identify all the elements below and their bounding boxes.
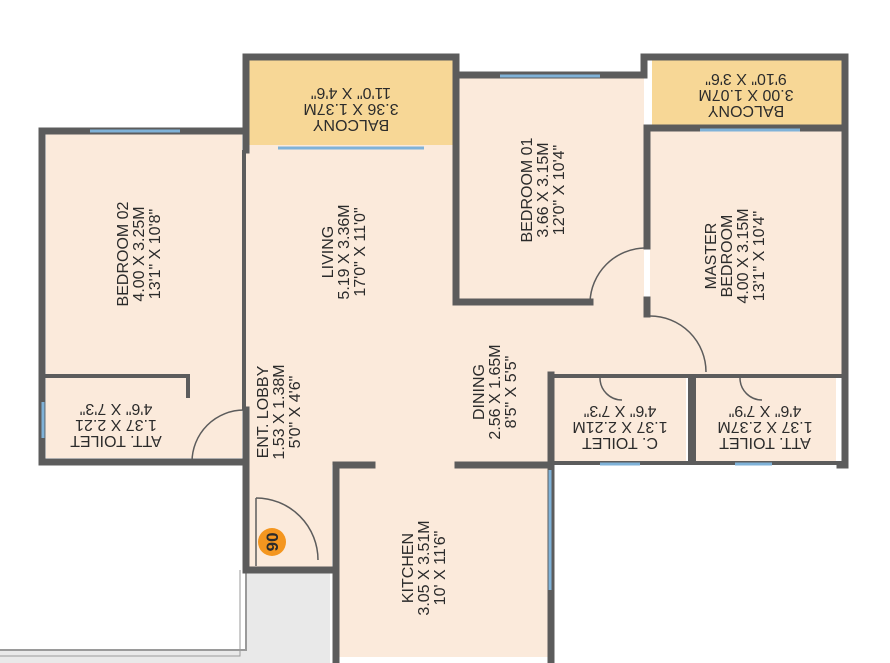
- dining-name: DINING: [471, 364, 488, 420]
- entlobby-size-ft: 5'0" X 4'6": [287, 376, 304, 449]
- balcony2-size-ft: 9'10" X 3'6": [705, 70, 787, 87]
- doors: [186, 247, 763, 566]
- entlobby-size-m: 1.53 X 1.38M: [271, 364, 288, 459]
- dining-size-ft: 8'5" X 5'5": [503, 356, 520, 429]
- atttoilet1-size-ft: 4'6" X 7'3": [80, 400, 153, 417]
- bedroom02-size-ft: 13'1" X 10'8": [147, 209, 164, 299]
- label-balcony1: BALCONY 3.36 X 1.37M 11'0" X 4'6": [303, 84, 398, 133]
- kitchen-size-m: 3.05 X 3.51M: [416, 520, 433, 615]
- balcony1-name: BALCONY: [312, 116, 389, 133]
- living-name: LIVING: [320, 226, 337, 278]
- kitchen-name: KITCHEN: [400, 533, 417, 603]
- label-kitchen: KITCHEN 3.05 X 3.51M 10' X 11'6": [400, 520, 449, 615]
- master-size-m: 4.00 X 3.15M: [735, 208, 752, 303]
- balcony1-size-m: 3.36 X 1.37M: [303, 100, 398, 117]
- floor-kitchen: [336, 465, 550, 657]
- unit-badge-circle: [258, 528, 286, 556]
- door-master: [649, 315, 707, 373]
- bedroom02-name: BEDROOM 02: [115, 201, 132, 306]
- label-bedroom01: BEDROOM 01 3.66 X 3.15M 12'0" X 10'4": [519, 137, 568, 242]
- floor-dining-ext: [550, 300, 650, 378]
- door-entry: [255, 497, 319, 561]
- kitchen-size-ft: 10' X 11'6": [432, 531, 449, 606]
- entlobby-name: ENT. LOBBY: [255, 365, 272, 458]
- room-labels: BEDROOM 02 4.00 X 3.25M 13'1" X 10'8" LI…: [70, 70, 813, 616]
- label-balcony2: BALCONY 3.00 X 1.07M 9'10" X 3'6": [698, 70, 793, 119]
- dining-size-m: 2.56 X 1.65M: [487, 344, 504, 439]
- atttoilet2-size-m: 1.37 X 2.37M: [717, 418, 812, 435]
- floor-ctoilet: [554, 378, 686, 461]
- unit-number: 06: [263, 533, 282, 552]
- corridor-edge: [0, 570, 247, 651]
- floor-bedroom01: [456, 78, 644, 300]
- living-size-ft: 17'0" X 11'0": [352, 207, 369, 296]
- ctoilet-size-m: 1.37 X 2.21M: [572, 418, 667, 435]
- door-atttoilet2: [739, 377, 763, 401]
- bedroom01-size-m: 3.66 X 3.15M: [535, 142, 552, 237]
- label-atttoilet2: ATT. TOILET 1.37 X 2.37M 4'6" X 7'9": [717, 402, 812, 451]
- floor-balcony1: [246, 60, 456, 145]
- balcony2-name: BALCONY: [707, 102, 784, 119]
- label-master: MASTER BEDROOM 4.00 X 3.15M 13'1" X 10'4…: [703, 208, 768, 303]
- master-name-1: MASTER: [703, 223, 720, 290]
- floor-atttoilet2: [694, 378, 836, 461]
- ctoilet-name: C. TOILET: [582, 434, 658, 451]
- floor-master: [650, 128, 844, 374]
- atttoilet1-size-m: 1.37 X 2.21: [75, 416, 157, 433]
- corridor-area: [0, 570, 330, 663]
- label-ctoilet: C. TOILET 1.37 X 2.21M 4'6" X 7'3": [572, 402, 667, 451]
- balcony1-size-ft: 11'0" X 4'6": [311, 84, 391, 101]
- bedroom01-size-ft: 12'0" X 10'4": [551, 145, 568, 235]
- door-ctoilet: [599, 377, 623, 401]
- door-atttoilet1: [186, 409, 245, 463]
- floor-fills: [46, 58, 844, 657]
- atttoilet2-name: ATT. TOILET: [719, 434, 811, 451]
- wall-atttoilet1: [42, 374, 190, 398]
- walls: [38, 53, 849, 663]
- bedroom02-size-m: 4.00 X 3.25M: [131, 206, 148, 301]
- unit-badge: 06: [258, 528, 286, 556]
- balcony2-size-m: 3.00 X 1.07M: [698, 86, 793, 103]
- label-dining: DINING 2.56 X 1.65M 8'5" X 5'5": [471, 344, 520, 439]
- wall-bedroom01-left: [452, 71, 594, 306]
- master-size-ft: 13'1" X 10'4": [751, 211, 768, 301]
- atttoilet1-name: ATT. TOILET: [70, 432, 162, 449]
- wall-balcony1: [242, 53, 460, 135]
- corridor-edge: [0, 570, 241, 657]
- floor-living: [246, 145, 456, 465]
- wall-bedroom01-top: [452, 53, 648, 79]
- door-bedroom01: [589, 247, 645, 303]
- floor-atttoilet1: [46, 378, 186, 458]
- windows: [41, 74, 800, 590]
- floor-balcony2: [652, 58, 842, 128]
- ctoilet-size-ft: 4'6" X 7'3": [584, 402, 657, 419]
- label-entlobby: ENT. LOBBY 1.53 X 1.38M 5'0" X 4'6": [255, 364, 304, 459]
- master-name-2: BEDROOM: [719, 215, 736, 298]
- outside-corridor: [0, 570, 330, 663]
- label-living: LIVING 5.19 X 3.36M 17'0" X 11'0": [320, 204, 369, 299]
- interior-walls: [42, 150, 842, 465]
- bedroom01-name: BEDROOM 01: [519, 137, 536, 242]
- atttoilet2-size-ft: 4'6" X 7'9": [729, 402, 802, 419]
- floor-entlobby: [246, 465, 332, 570]
- label-bedroom02: BEDROOM 02 4.00 X 3.25M 13'1" X 10'8": [115, 201, 164, 306]
- living-size-m: 5.19 X 3.36M: [336, 204, 353, 299]
- wall-balcony2-master: [640, 53, 849, 469]
- label-atttoilet1: ATT. TOILET 1.37 X 2.21 4'6" X 7'3": [70, 400, 162, 449]
